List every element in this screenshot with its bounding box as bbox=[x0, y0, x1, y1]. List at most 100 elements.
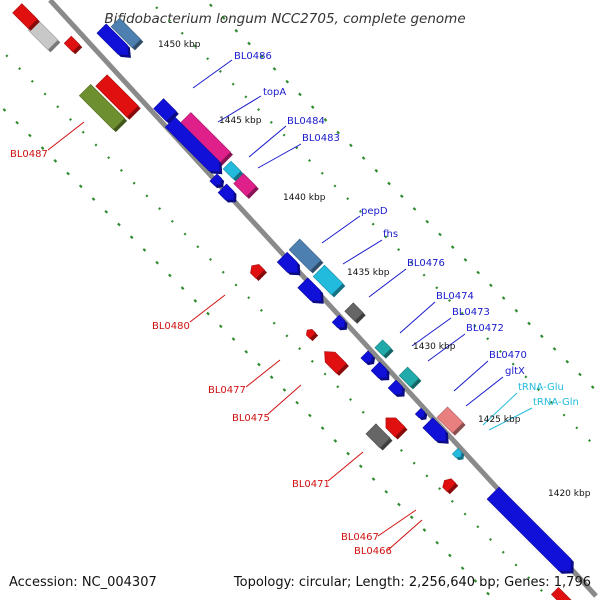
gene-gltX-b[interactable] bbox=[422, 417, 447, 442]
scale-label-1450: 1450 kbp bbox=[158, 40, 201, 50]
gene-BL0486[interactable] bbox=[153, 98, 177, 122]
gene-label-BL0484[interactable]: BL0484 bbox=[287, 116, 325, 127]
track-tick bbox=[244, 349, 249, 354]
gene-red-a[interactable] bbox=[12, 3, 38, 29]
scale-labels: 1450 kbp 1445 kbp 1440 kbp 1435 kbp 1430… bbox=[158, 40, 591, 499]
gene-BL0470[interactable] bbox=[414, 407, 425, 418]
track-tick bbox=[358, 209, 362, 213]
gene-BL0475[interactable] bbox=[385, 417, 406, 438]
gene-BL0477[interactable] bbox=[324, 351, 347, 374]
gene-BL0472[interactable] bbox=[370, 361, 388, 379]
track-tick bbox=[346, 451, 350, 456]
gene-teal-b[interactable] bbox=[398, 366, 420, 388]
gene-label-tRNA-Glu[interactable]: tRNA-Glu bbox=[518, 382, 564, 393]
gene-pepD-b[interactable] bbox=[276, 251, 299, 274]
gene-fhs[interactable] bbox=[312, 264, 344, 296]
track-tick bbox=[422, 273, 426, 277]
leader-line bbox=[321, 215, 361, 244]
gene-label-gltX[interactable]: gltX bbox=[505, 366, 525, 377]
gene-block-a[interactable] bbox=[110, 17, 142, 49]
track-tick bbox=[142, 248, 147, 252]
track-tick bbox=[78, 184, 83, 189]
track-tick bbox=[450, 245, 455, 249]
track-tick bbox=[209, 258, 212, 261]
track-tick bbox=[145, 194, 149, 198]
gene-label-BL0480[interactable]: BL0480 bbox=[152, 321, 190, 332]
track-tick bbox=[53, 159, 58, 163]
gene-BL0474[interactable] bbox=[374, 339, 392, 357]
gene-label-BL0476[interactable]: BL0476 bbox=[407, 258, 445, 269]
scale-label-1440: 1440 kbp bbox=[283, 193, 326, 203]
gene-BL0473[interactable] bbox=[360, 350, 373, 363]
gene-label-BL0473[interactable]: BL0473 bbox=[452, 307, 490, 318]
gene-BL0476[interactable] bbox=[344, 302, 364, 322]
track-tick bbox=[234, 28, 239, 33]
track-tick bbox=[384, 489, 389, 494]
track-tick bbox=[336, 385, 340, 389]
track-tick bbox=[361, 410, 365, 414]
gene-bottom-red[interactable] bbox=[550, 586, 572, 600]
gene-label-BL0483[interactable]: BL0483 bbox=[302, 133, 340, 144]
gene-label-tRNA-Gln[interactable]: tRNA-Gln bbox=[533, 397, 579, 408]
track-tick bbox=[463, 512, 467, 516]
track-tick bbox=[590, 385, 595, 389]
gene-red-c[interactable] bbox=[95, 74, 139, 118]
gene-label-BL0477[interactable]: BL0477 bbox=[208, 385, 246, 396]
gene-label-fhs[interactable]: fhs bbox=[383, 229, 398, 240]
track-tick bbox=[486, 337, 490, 341]
gene-large-blue[interactable] bbox=[486, 486, 572, 572]
gene-small-2[interactable] bbox=[217, 183, 235, 201]
track-tick bbox=[231, 337, 236, 341]
gene-label-BL0486[interactable]: BL0486 bbox=[234, 51, 272, 62]
gene-label-topA[interactable]: topA bbox=[263, 87, 286, 98]
gene-BL0487[interactable] bbox=[78, 83, 126, 131]
gene-topA-blue[interactable] bbox=[164, 116, 221, 173]
gene-small-red[interactable] bbox=[306, 329, 317, 340]
scale-label-1445: 1445 kbp bbox=[219, 116, 262, 126]
track-tick bbox=[206, 311, 210, 316]
track-tick bbox=[371, 222, 375, 226]
gene-BL0480[interactable] bbox=[250, 264, 265, 279]
gene-BL0484[interactable] bbox=[222, 160, 242, 180]
track-tick bbox=[104, 209, 109, 214]
track-tick bbox=[489, 538, 493, 542]
gene-label-BL0487[interactable]: BL0487 bbox=[10, 149, 48, 160]
gene-label-pepD[interactable]: pepD bbox=[361, 206, 388, 217]
gene-label-BL0470[interactable]: BL0470 bbox=[489, 350, 527, 361]
gene-label-BL0474[interactable]: BL0474 bbox=[436, 291, 474, 302]
track-tick bbox=[170, 219, 174, 223]
track-tick bbox=[349, 143, 353, 148]
gene-label-BL0475[interactable]: BL0475 bbox=[232, 413, 270, 424]
leader-line bbox=[245, 359, 281, 388]
gene-red-b[interactable] bbox=[63, 35, 81, 53]
gene-BL0487-region[interactable] bbox=[96, 23, 129, 56]
leader-line bbox=[47, 121, 85, 151]
track-tick bbox=[247, 296, 251, 300]
leader-line bbox=[248, 125, 287, 158]
gene-gltX[interactable] bbox=[436, 406, 464, 434]
gene-pepD[interactable] bbox=[288, 238, 322, 272]
gene-BL0476-b[interactable] bbox=[331, 314, 346, 329]
leader-line bbox=[411, 317, 452, 347]
track-tick bbox=[295, 146, 299, 150]
gene-BL0471[interactable] bbox=[365, 423, 391, 449]
track-tick bbox=[323, 372, 327, 376]
track-tick bbox=[476, 270, 480, 275]
gene-fhs-b[interactable] bbox=[297, 277, 322, 302]
gene-label-BL0471[interactable]: BL0471 bbox=[292, 479, 330, 490]
track-tick bbox=[450, 499, 454, 503]
gene-BL0483[interactable] bbox=[233, 173, 257, 197]
gene-labels-minus: BL0487 BL0480 BL0477 BL0475 BL0471 BL046… bbox=[10, 149, 392, 557]
label-leaders bbox=[47, 59, 533, 551]
gene-label-BL0466[interactable]: BL0466 bbox=[354, 546, 392, 557]
track-tick bbox=[168, 273, 172, 278]
gene-BL0472-b[interactable] bbox=[387, 379, 403, 395]
track-tick bbox=[361, 156, 366, 160]
gene-label-BL0467[interactable]: BL0467 bbox=[341, 532, 379, 543]
track-tick bbox=[285, 334, 289, 338]
gene-BL0467[interactable] bbox=[442, 478, 457, 493]
gene-tRNA[interactable] bbox=[451, 447, 462, 458]
gene-label-BL0472[interactable]: BL0472 bbox=[466, 323, 504, 334]
gene-small-1[interactable] bbox=[209, 173, 222, 186]
leader-line bbox=[342, 239, 383, 265]
